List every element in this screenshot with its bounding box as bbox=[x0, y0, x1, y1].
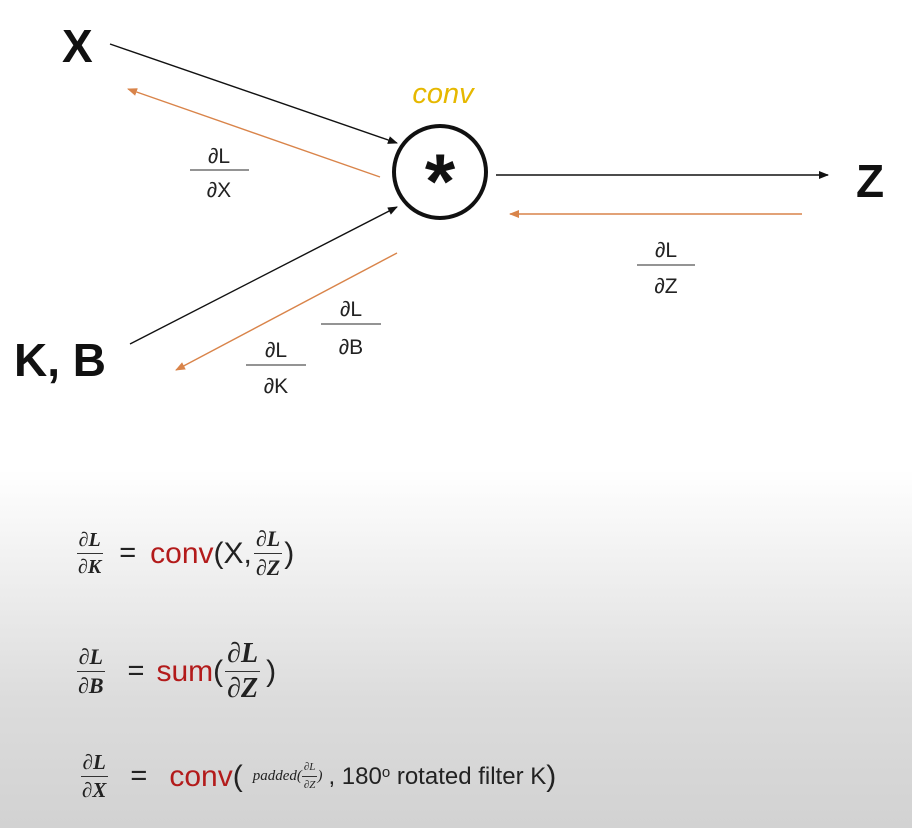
eq1-function: conv bbox=[150, 536, 214, 570]
grad-dz-den: ∂Z bbox=[654, 275, 677, 298]
eq1-arg-fraction: ∂L ∂Z bbox=[253, 528, 283, 580]
eq2-lhs-den: ∂B bbox=[78, 673, 104, 698]
eq1-arg-num: ∂L bbox=[253, 528, 283, 554]
backprop-diagram: * conv X K, B Z ∂L ∂X ∂L ∂Z ∂L ∂B ∂L ∂K bbox=[14, 20, 884, 398]
eq3-padded-num: ∂L bbox=[301, 762, 318, 777]
eq1-lhs-den: ∂K bbox=[78, 556, 102, 578]
eq3-degree-sign: o bbox=[381, 764, 391, 781]
grad-dx-den: ∂X bbox=[207, 179, 231, 202]
eq3-padded-text: padded bbox=[252, 768, 297, 784]
forward-arrow-kb bbox=[129, 206, 398, 345]
grad-dk-label: ∂L ∂K bbox=[246, 339, 306, 398]
eq3-lhs-num: ∂L bbox=[80, 752, 108, 777]
grad-dx-label: ∂L ∂X bbox=[190, 145, 249, 202]
backward-arrow-kb bbox=[175, 252, 398, 371]
eq3-padded-den: ∂Z bbox=[303, 779, 316, 791]
eq2-arg-den: ∂Z bbox=[227, 673, 259, 704]
eq1-open: (X, bbox=[213, 536, 252, 570]
eq1-lhs-fraction: ∂L ∂K bbox=[76, 530, 103, 577]
grad-dk-num: ∂L bbox=[265, 339, 287, 362]
eq3-open: ( bbox=[232, 759, 243, 793]
eq3-tail: , 180 bbox=[328, 762, 382, 790]
grad-dz-label: ∂L ∂Z bbox=[637, 239, 695, 298]
eq3-function: conv bbox=[169, 759, 233, 793]
eq3-equals: = bbox=[130, 760, 148, 792]
equation-dl-dk: ∂L ∂K = conv (X, ∂L ∂Z ) bbox=[76, 528, 294, 579]
grad-dz-num: ∂L bbox=[655, 239, 677, 262]
eq1-lhs-num: ∂L bbox=[76, 530, 103, 554]
conv-node bbox=[392, 124, 488, 220]
input-kb-label: K, B bbox=[14, 334, 106, 386]
eq1-equals: = bbox=[119, 537, 137, 569]
grad-dk-den: ∂K bbox=[264, 375, 288, 398]
grad-db-num: ∂L bbox=[340, 298, 362, 321]
output-z-label: Z bbox=[856, 155, 884, 207]
input-x-label: X bbox=[62, 20, 93, 72]
eq2-lhs-num: ∂L bbox=[76, 646, 105, 672]
eq3-tail-rest: rotated filter K bbox=[390, 762, 547, 790]
conv-label: conv bbox=[412, 78, 475, 110]
eq3-close: ) bbox=[546, 759, 557, 793]
eq2-function: sum bbox=[156, 654, 214, 688]
eq3-padded-open: ( bbox=[296, 768, 302, 784]
grad-dx-num: ∂L bbox=[208, 145, 230, 168]
equation-dl-db: ∂L ∂B = sum ( ∂L ∂Z ) bbox=[76, 640, 276, 703]
eq2-open: ( bbox=[213, 654, 224, 688]
eq3-padded-fraction: ∂L ∂Z bbox=[301, 762, 318, 791]
conv-symbol: * bbox=[425, 137, 456, 225]
eq2-equals: = bbox=[127, 655, 145, 687]
eq3-lhs-fraction: ∂L ∂X bbox=[80, 752, 108, 801]
eq1-arg-den: ∂Z bbox=[255, 555, 281, 580]
eq1-close: ) bbox=[284, 536, 295, 570]
eq2-arg-num: ∂L bbox=[225, 640, 261, 672]
eq3-lhs-den: ∂X bbox=[82, 778, 107, 802]
backward-arrow-x bbox=[127, 88, 381, 178]
eq2-arg-fraction: ∂L ∂Z bbox=[225, 640, 261, 704]
grad-db-den: ∂B bbox=[339, 336, 363, 359]
equation-dl-dx: ∂L ∂X = conv ( padded ( ∂L ∂Z ) , 180 o … bbox=[80, 752, 556, 801]
eq3-padded-close: ) bbox=[317, 768, 323, 784]
eq2-lhs-fraction: ∂L ∂B bbox=[76, 646, 106, 697]
forward-arrow-x bbox=[109, 43, 398, 144]
grad-db-label: ∂L ∂B bbox=[321, 298, 381, 359]
eq2-close: ) bbox=[266, 654, 277, 688]
